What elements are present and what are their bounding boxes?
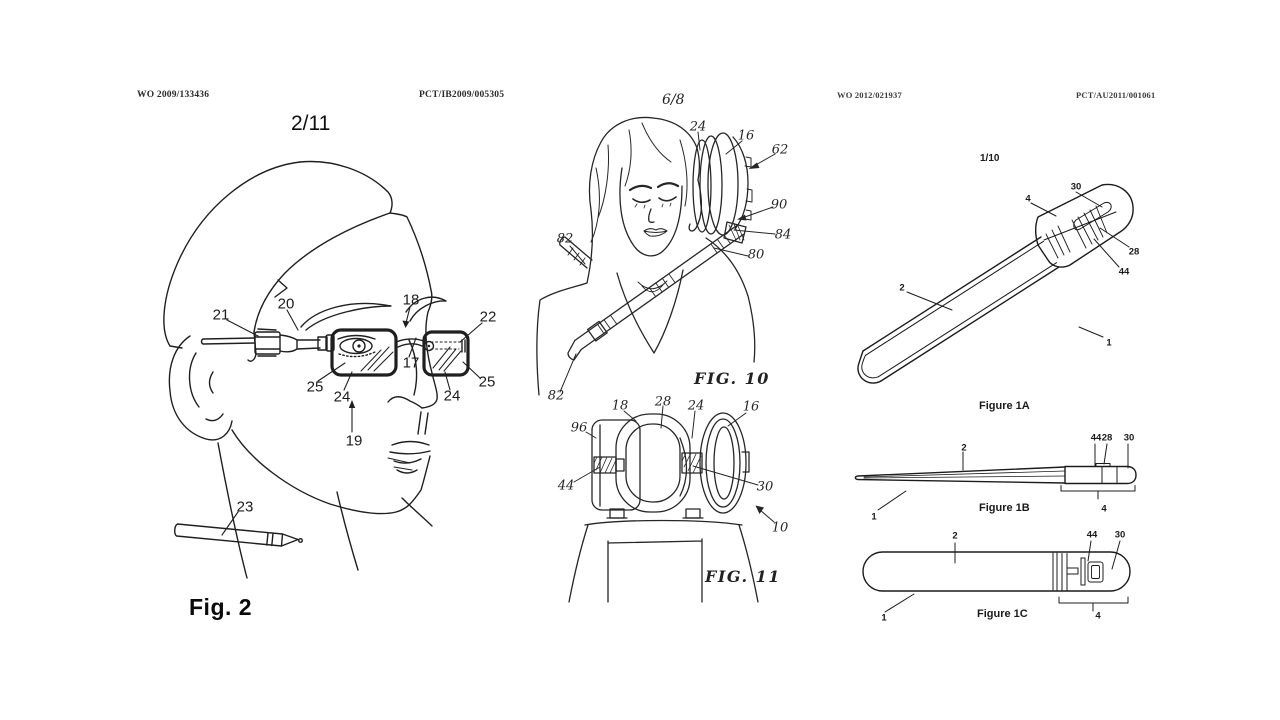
fig11-caption: FIG. 11 <box>705 567 781 586</box>
publication-number-left: WO 2009/133436 <box>137 90 210 100</box>
sheet-number-left: 2/11 <box>291 112 331 135</box>
figure1-wristband-drawings <box>854 183 1137 613</box>
figure1c-caption: Figure 1C <box>977 608 1028 620</box>
figure1b-caption: Figure 1B <box>979 502 1030 514</box>
publication-number-right: WO 2012/021937 <box>837 90 902 100</box>
sheet-number-middle: 6/8 <box>662 92 685 108</box>
fig10-fig11-headrest-device-drawing <box>536 116 776 603</box>
figure1a-caption: Figure 1A <box>979 400 1030 412</box>
fig2-head-with-glasses-drawing <box>163 160 483 579</box>
fig2-caption: Fig. 2 <box>189 594 253 620</box>
sheet-number-right: 1/10 <box>980 153 1000 164</box>
fig10-caption: FIG. 10 <box>694 369 770 388</box>
application-number-right: PCT/AU2011/001061 <box>1076 90 1156 100</box>
application-number-left: PCT/IB2009/005305 <box>419 90 505 100</box>
